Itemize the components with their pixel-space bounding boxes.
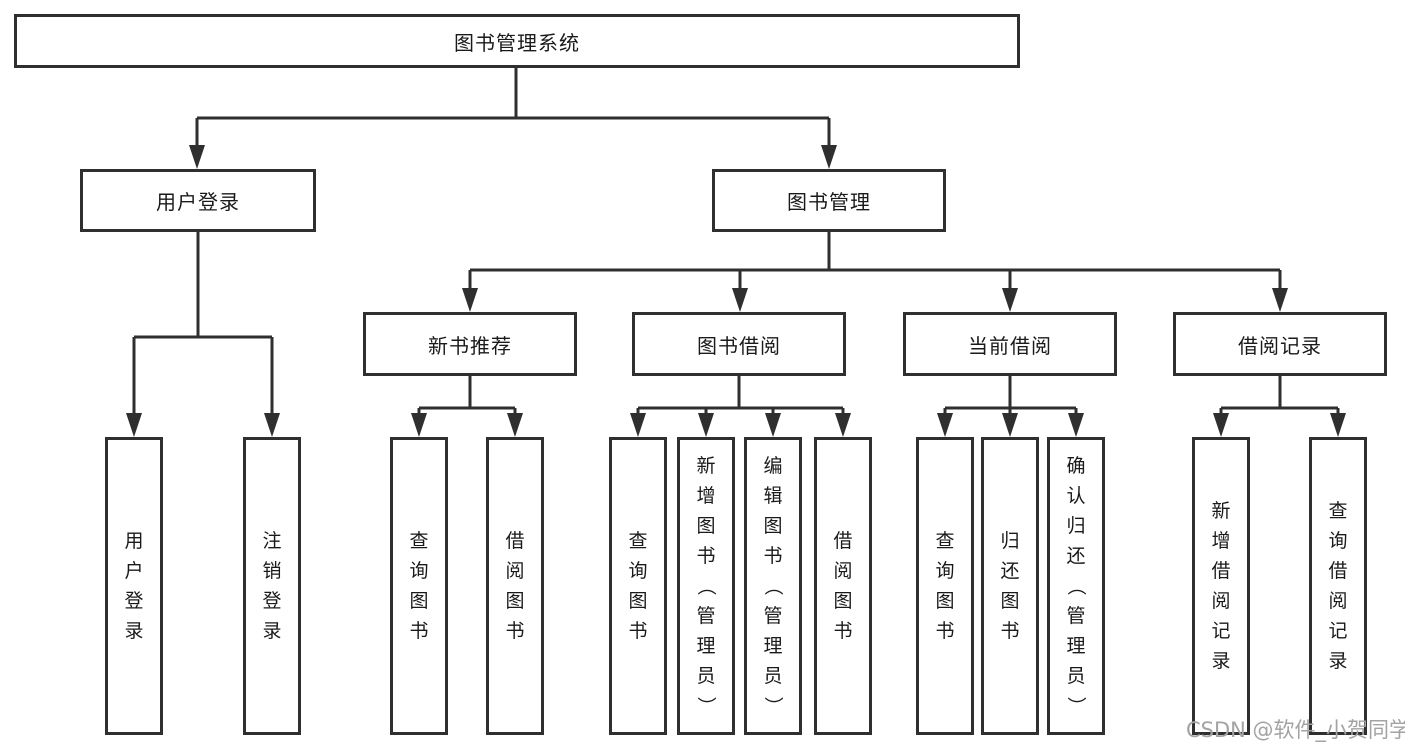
leaf-logout: 注销登录 <box>243 437 301 735</box>
leaf-query-books-current: 查询图书 <box>916 437 974 735</box>
leaf-query-books-borrowing: 查询图书 <box>609 437 667 735</box>
leaf-query-books-recommend: 查询图书 <box>390 437 448 735</box>
leaf-return-books: 归还图书 <box>981 437 1039 735</box>
leaf-user-login: 用户登录 <box>105 437 163 735</box>
leaf-query-borrow-record: 查询借阅记录 <box>1309 437 1367 735</box>
csdn-watermark: CSDN @软件_小贺同学 <box>1186 718 1405 742</box>
node-book-management: 图书管理 <box>712 169 946 232</box>
leaf-add-borrow-record: 新增借阅记录 <box>1192 437 1250 735</box>
node-borrow-records: 借阅记录 <box>1173 312 1387 376</box>
node-library-management-system: 图书管理系统 <box>14 14 1020 68</box>
node-new-book-recommendation: 新书推荐 <box>363 312 577 376</box>
leaf-add-books-admin: 新增图书（管理员） <box>677 437 735 735</box>
node-user-login: 用户登录 <box>80 169 316 232</box>
leaf-edit-books-admin: 编辑图书（管理员） <box>744 437 802 735</box>
leaf-borrow-books-borrowing: 借阅图书 <box>814 437 872 735</box>
leaf-borrow-books-recommend: 借阅图书 <box>486 437 544 735</box>
node-current-borrowing: 当前借阅 <box>903 312 1117 376</box>
node-book-borrowing: 图书借阅 <box>632 312 846 376</box>
leaf-confirm-return-admin: 确认归还（管理员） <box>1047 437 1105 735</box>
